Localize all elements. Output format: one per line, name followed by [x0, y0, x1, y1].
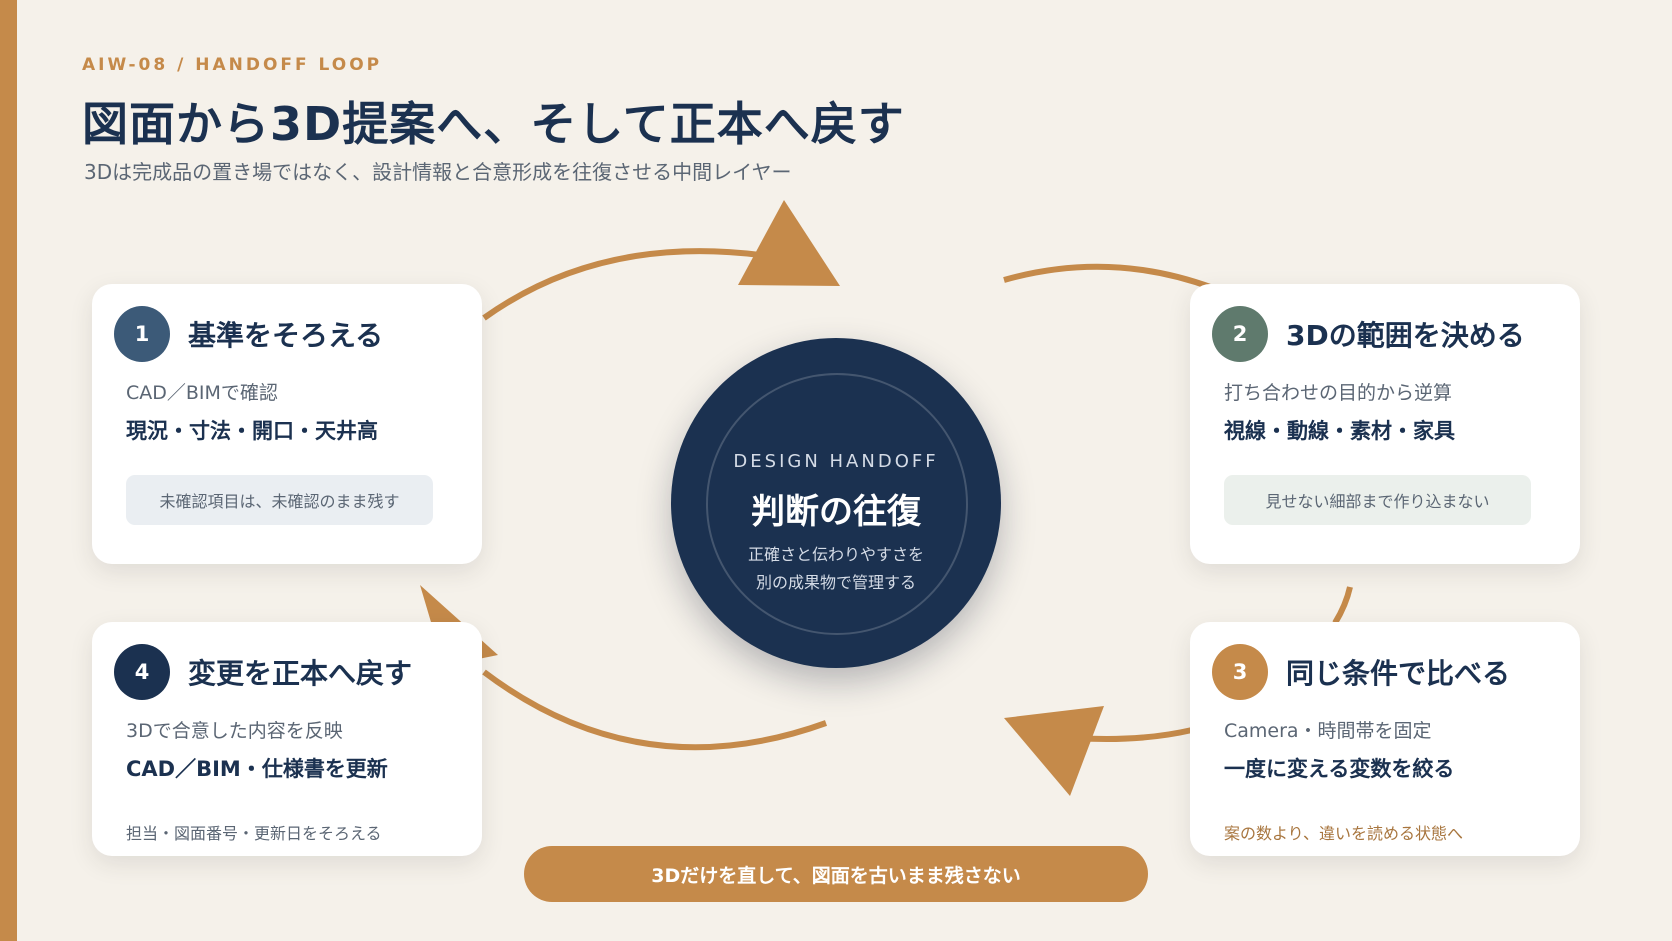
center-title: 判断の往復 [751, 492, 921, 532]
step-focus-2: 視線・動線・素材・家具 [1224, 419, 1455, 443]
arc-right [1332, 586, 1353, 625]
step-method-1: CAD／BIMで確認 [126, 382, 278, 404]
step-note-3: 案の数より、違いを読める状態へ [1224, 824, 1464, 843]
step-card-2: 2 3Dの範囲を決める 打ち合わせの目的から逆算 視線・動線・素材・家具 見せな… [1190, 284, 1580, 564]
step-title-4: 変更を正本へ戻す [188, 657, 413, 690]
step-focus-1: 現況・寸法・開口・天井高 [126, 419, 378, 443]
step-note-4: 担当・図面番号・更新日をそろえる [126, 824, 382, 843]
step-card-4: 4 変更を正本へ戻す 3Dで合意した内容を反映 CAD／BIM・仕様書を更新 担… [92, 622, 482, 856]
step-note-1: 未確認項目は、未確認のまま残す [126, 475, 433, 525]
step-method-2: 打ち合わせの目的から逆算 [1224, 382, 1453, 404]
footer-message: 3Dだけを直して、図面を古いまま残さない [524, 846, 1148, 902]
arc-bottom-left [482, 669, 828, 751]
section-code: AIW-08 / HANDOFF LOOP [82, 55, 383, 75]
step-title-1: 基準をそろえる [188, 319, 384, 352]
center-eyebrow: DESIGN HANDOFF [733, 451, 939, 472]
step-focus-3: 一度に変える変数を絞る [1224, 757, 1455, 781]
step-badge-3: 3 [1212, 644, 1268, 700]
step-note-2: 見せない細部まで作り込まない [1224, 475, 1531, 525]
step-badge-4: 4 [114, 644, 170, 700]
arrowhead-top [738, 200, 840, 286]
step-badge-2: 2 [1212, 306, 1268, 362]
step-title-2: 3Dの範囲を決める [1286, 319, 1525, 352]
center-ring [706, 373, 968, 635]
arc-top-right [1003, 263, 1215, 291]
arrowhead-bottom-right [1004, 706, 1104, 796]
arc-top-left [482, 248, 761, 321]
step-method-3: Camera・時間帯を固定 [1224, 720, 1432, 742]
step-title-3: 同じ条件で比べる [1286, 657, 1511, 690]
step-card-3: 3 同じ条件で比べる Camera・時間帯を固定 一度に変える変数を絞る 案の数… [1190, 622, 1580, 856]
center-description: 正確さと伝わりやすさを 別の成果物で管理する [671, 541, 1001, 597]
step-card-1: 1 基準をそろえる CAD／BIMで確認 現況・寸法・開口・天井高 未確認項目は… [92, 284, 482, 564]
step-focus-4: CAD／BIM・仕様書を更新 [126, 757, 388, 781]
center-desc-line-1: 正確さと伝わりやすさを [747, 545, 924, 564]
center-hub: DESIGN HANDOFF 判断の往復 正確さと伝わりやすさを 別の成果物で管… [671, 338, 1001, 668]
accent-bar [0, 0, 17, 941]
page-title: 図面から3D提案へ、そして正本へ戻す [82, 97, 905, 151]
page-subtitle: 3Dは完成品の置き場ではなく、設計情報と合意形成を往復させる中間レイヤー [84, 160, 792, 184]
step-method-4: 3Dで合意した内容を反映 [126, 720, 343, 742]
step-badge-1: 1 [114, 306, 170, 362]
center-desc-line-2: 別の成果物で管理する [755, 573, 916, 592]
